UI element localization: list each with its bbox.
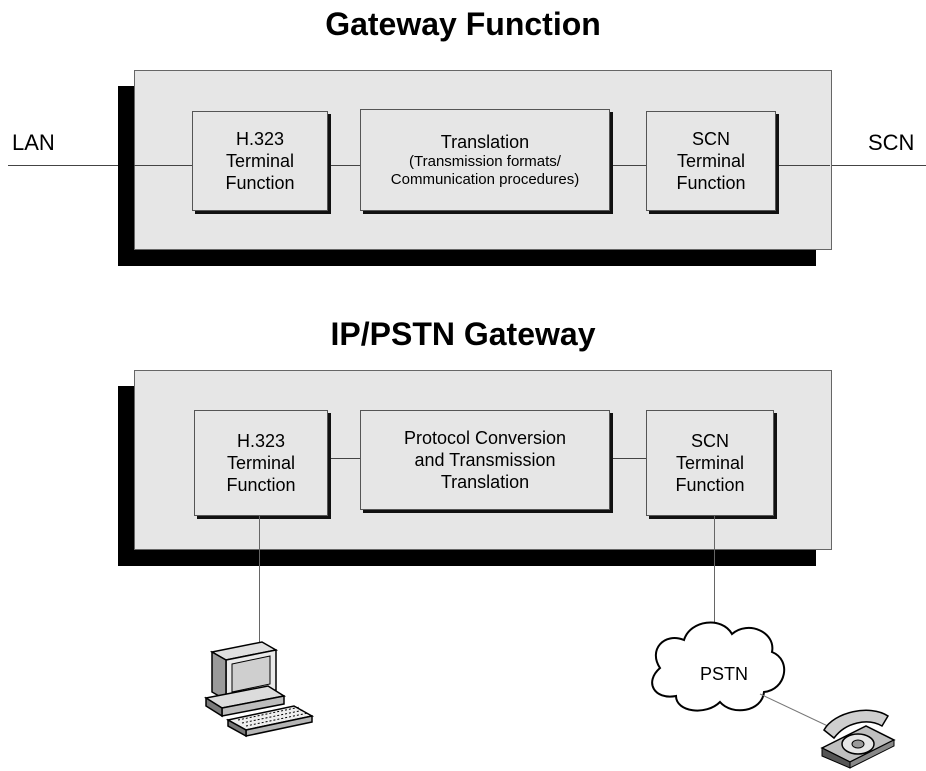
box-text-line: Function <box>225 173 295 193</box>
telephone-icon <box>820 709 896 769</box>
box-text-line: Translation <box>440 132 530 152</box>
lan-line <box>8 165 134 166</box>
box-text-line: Terminal <box>676 151 745 171</box>
h323-terminal-function-box: H.323 Terminal Function <box>194 410 328 516</box>
scn-label: SCN <box>868 130 915 155</box>
box-text-line: Terminal <box>226 453 295 473</box>
box-text-line: Function <box>676 173 746 193</box>
connector-middle-left <box>326 458 360 459</box>
box-text-line: Function <box>226 475 296 495</box>
pstn-link-line <box>714 516 715 634</box>
box-text-line: H.323 <box>236 431 286 451</box>
box-text-line: SCN <box>690 431 729 451</box>
cloud-icon <box>651 621 786 712</box>
scn-line <box>830 165 926 166</box>
scn-terminal-function-box: SCN Terminal Function <box>646 111 776 211</box>
telephone-link-line <box>759 693 833 729</box>
box-text-line: Terminal <box>675 453 744 473</box>
lan-label: LAN <box>12 130 55 155</box>
translation-box: Translation (Transmission formats/ Commu… <box>360 109 610 211</box>
connector-middle-right <box>608 458 646 459</box>
box-text-line: H.323 <box>235 129 285 149</box>
computer-link-line <box>259 516 260 644</box>
computer-terminal-icon <box>203 641 315 738</box>
pstn-label: PSTN <box>700 664 749 684</box>
h323-terminal-function-box: H.323 Terminal Function <box>192 111 328 211</box>
box-text-line: Communication procedures) <box>390 171 580 188</box>
gateway-function-title: Gateway Function <box>325 6 601 42</box>
connector-left <box>134 165 192 166</box>
connector-right <box>774 165 830 166</box>
box-text-line: (Transmission formats/ <box>409 153 561 170</box>
box-text-line: SCN <box>691 129 730 149</box>
box-text-line: Translation <box>440 472 530 492</box>
box-text-line: Protocol Conversion <box>403 428 567 448</box>
scn-terminal-function-box: SCN Terminal Function <box>646 410 774 516</box>
ip-pstn-gateway-title: IP/PSTN Gateway <box>330 316 596 352</box>
box-text-line: Terminal <box>225 151 294 171</box>
protocol-conversion-box: Protocol Conversion and Transmission Tra… <box>360 410 610 510</box>
connector-middle-left <box>326 165 360 166</box>
connector-middle-right <box>608 165 646 166</box>
box-text-line: Function <box>675 475 745 495</box>
box-text-line: and Transmission <box>414 450 556 470</box>
